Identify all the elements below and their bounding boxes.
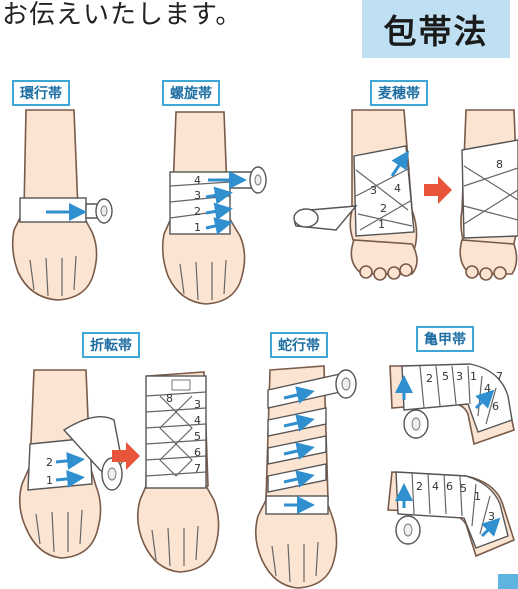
illus-kikkou-b: 2 4 6 5 1 3 xyxy=(388,472,514,556)
setten-b-num-6: 6 xyxy=(194,446,201,459)
kikkou-b-num-4: 4 xyxy=(432,480,439,493)
kikkou-a-num-4: 4 xyxy=(484,382,491,395)
kikkou-a-num-6: 6 xyxy=(492,400,499,413)
bakusui-b-num-8: 8 xyxy=(496,158,503,171)
kikkou-a-num-2: 2 xyxy=(426,372,433,385)
kikkou-b-num-2: 2 xyxy=(416,480,423,493)
illus-dakou xyxy=(256,366,356,588)
kikkou-b-num-1: 1 xyxy=(474,490,481,503)
red-arrow-bakusui xyxy=(424,176,452,204)
illus-kankou xyxy=(13,110,112,300)
setten-a-num-2: 2 xyxy=(46,456,53,469)
setten-b-num-3: 3 xyxy=(194,398,201,411)
bakusui-a-num-2: 2 xyxy=(380,202,387,215)
illus-bakusui-a: 1 2 3 4 xyxy=(294,110,417,280)
setten-b-num-7: 7 xyxy=(194,462,201,475)
rasen-num-1: 1 xyxy=(194,221,201,234)
rasen-num-4: 4 xyxy=(194,174,201,187)
setten-b-num-4: 4 xyxy=(194,414,201,427)
kikkou-a-num-3: 3 xyxy=(456,370,463,383)
kikkou-b-num-3: 3 xyxy=(488,510,495,523)
bakusui-a-num-3: 3 xyxy=(370,184,377,197)
corner-accent xyxy=(498,574,518,589)
kikkou-a-num-5: 5 xyxy=(442,370,449,383)
setten-b-num-5: 5 xyxy=(194,430,201,443)
kikkou-a-num-1: 1 xyxy=(470,370,477,383)
illus-setten-a: 1 2 xyxy=(20,370,122,558)
rasen-num-3: 3 xyxy=(194,189,201,202)
rasen-num-2: 2 xyxy=(194,205,201,218)
illus-kikkou-a: 2 5 3 1 4 6 7 xyxy=(390,364,514,444)
illus-setten-b: 3 4 5 6 7 8 xyxy=(138,372,219,572)
kikkou-b-num-5: 5 xyxy=(460,482,467,495)
illus-rasen: 1 2 3 4 xyxy=(163,112,266,304)
illus-bakusui-b: 8 xyxy=(460,110,518,280)
setten-b-num-8: 8 xyxy=(166,392,173,405)
bakusui-a-num-4: 4 xyxy=(394,182,401,195)
setten-a-num-1: 1 xyxy=(46,474,53,487)
bakusui-a-num-1: 1 xyxy=(378,218,385,231)
kikkou-b-num-6: 6 xyxy=(446,480,453,493)
kikkou-a-num-7: 7 xyxy=(496,370,503,383)
